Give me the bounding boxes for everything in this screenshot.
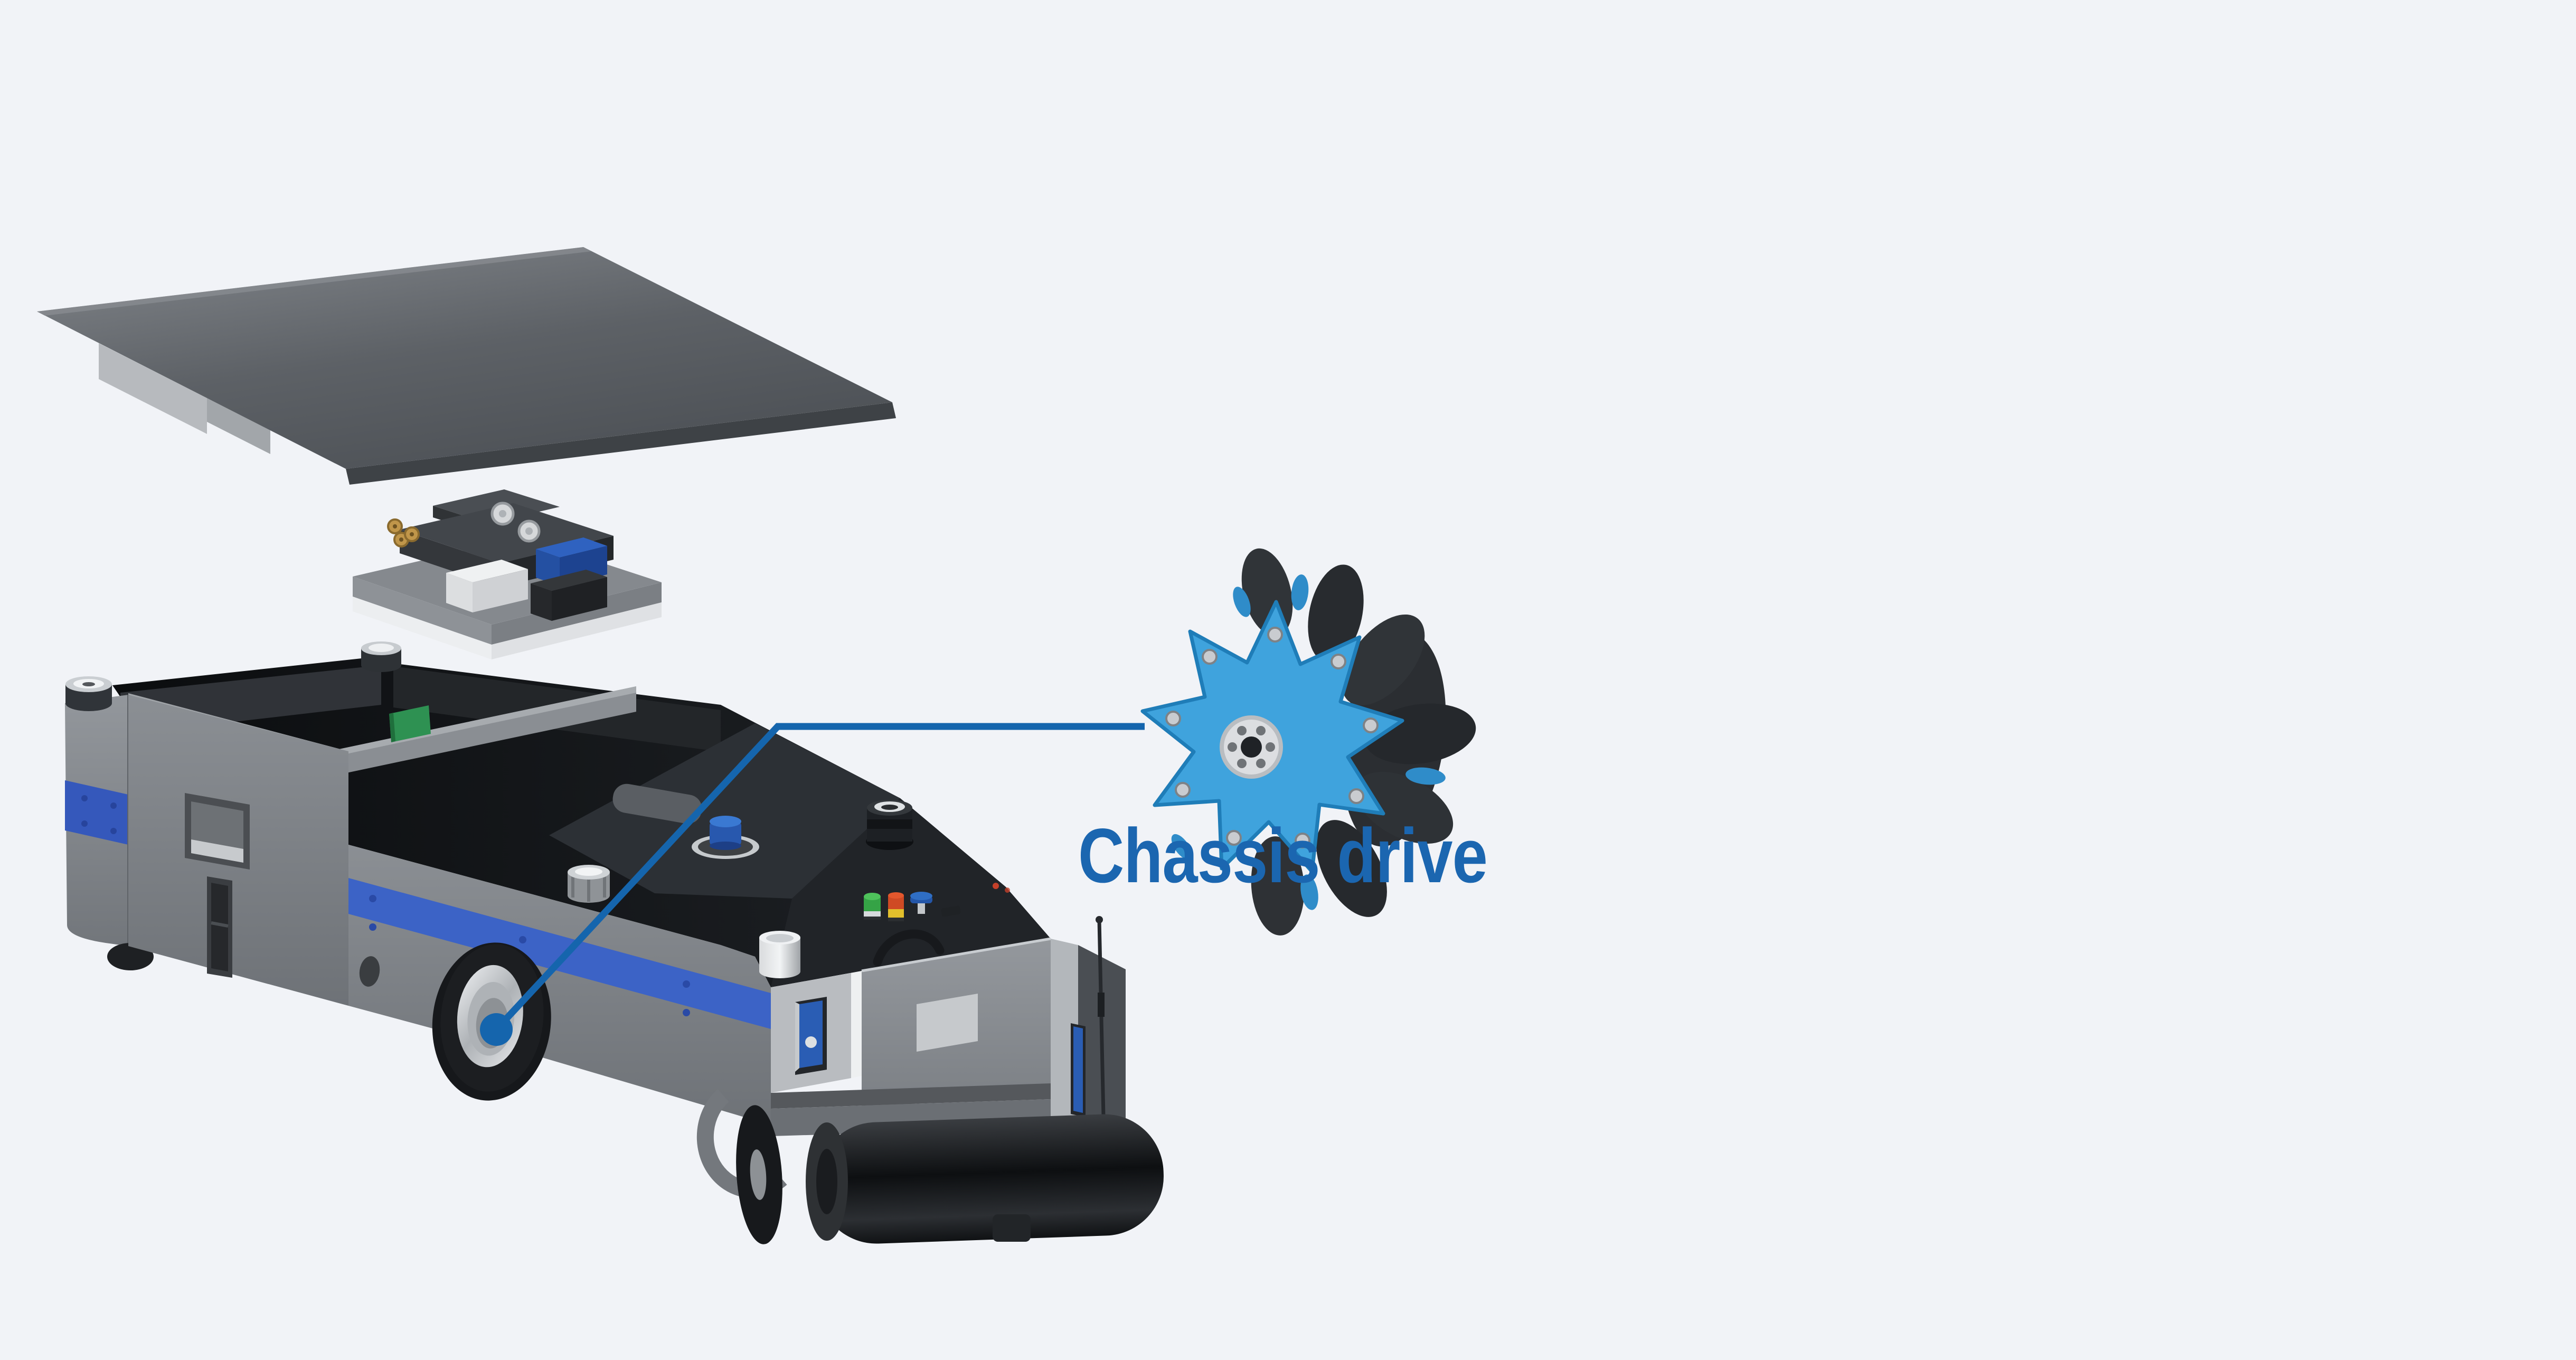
- safety-sensor-left: [795, 997, 827, 1075]
- safety-sensor-right: [1071, 1023, 1086, 1117]
- leader-dot: [480, 1013, 513, 1046]
- lidar-sensor-icon: [866, 800, 913, 850]
- cover-mount-bracket-side: [207, 398, 270, 454]
- cover-highlight: [37, 247, 591, 316]
- rear-panel: [65, 695, 129, 946]
- m12-connectors-icon: [490, 502, 541, 543]
- antenna-connectors-icon: [387, 518, 420, 547]
- blue-mushroom-button: [910, 892, 932, 914]
- front-groove: [771, 1083, 1051, 1109]
- cover-top-face: [37, 247, 892, 469]
- module-base-white-left: [353, 597, 492, 659]
- agv-chassis-body: [65, 641, 1164, 1244]
- cover-mount-bracket: [99, 343, 207, 434]
- wheel-center-hub: [1220, 715, 1283, 779]
- green-handle: [389, 705, 431, 742]
- module-base-white-right: [492, 602, 662, 659]
- tray-rod: [612, 783, 702, 824]
- top-deck: [549, 723, 900, 899]
- bumper-roller: [806, 1114, 1164, 1244]
- front-hood: [771, 798, 1051, 987]
- antenna-icon: [1096, 916, 1106, 1117]
- emergency-stop-button: [692, 816, 759, 859]
- callout-leader: [480, 723, 1145, 1046]
- control-module: [353, 489, 662, 659]
- wheel-arm-screws: [1165, 627, 1379, 848]
- side-port-hole: [359, 956, 380, 987]
- front-caster-assembly: [696, 1089, 787, 1244]
- status-led: [993, 883, 999, 889]
- white-connector-block: [446, 560, 528, 612]
- leader-line: [494, 723, 1145, 1032]
- top-cover-plate: [37, 247, 896, 485]
- tray-partition-edge: [312, 686, 636, 761]
- roller-bracket: [993, 1214, 1031, 1242]
- black-connector-block: [531, 570, 607, 621]
- rear-corner-cap-icon: [65, 676, 112, 711]
- rocker-switch: [941, 905, 961, 917]
- far-rim-cap-icon: [361, 641, 401, 672]
- front-section: [771, 916, 1126, 1136]
- callout-label: Chassis drive: [1078, 813, 1487, 899]
- deck-cap-icon: [568, 865, 610, 903]
- green-handle-end: [389, 713, 395, 742]
- front-display: [917, 994, 978, 1052]
- red-yellow-button: [888, 892, 904, 921]
- green-button: [864, 893, 881, 920]
- mecanum-wheel-callout: [1140, 548, 1476, 936]
- operator-console: [759, 883, 1010, 978]
- carry-handle: [873, 929, 945, 967]
- side-panel: [348, 845, 771, 1125]
- rear-side-panel: [128, 695, 348, 1006]
- front-highlight-strip: [851, 971, 862, 1078]
- silver-cylinder: [759, 938, 800, 978]
- module-base-side-left: [353, 577, 492, 645]
- side-stripe: [348, 878, 771, 1029]
- cover-edge: [346, 402, 896, 485]
